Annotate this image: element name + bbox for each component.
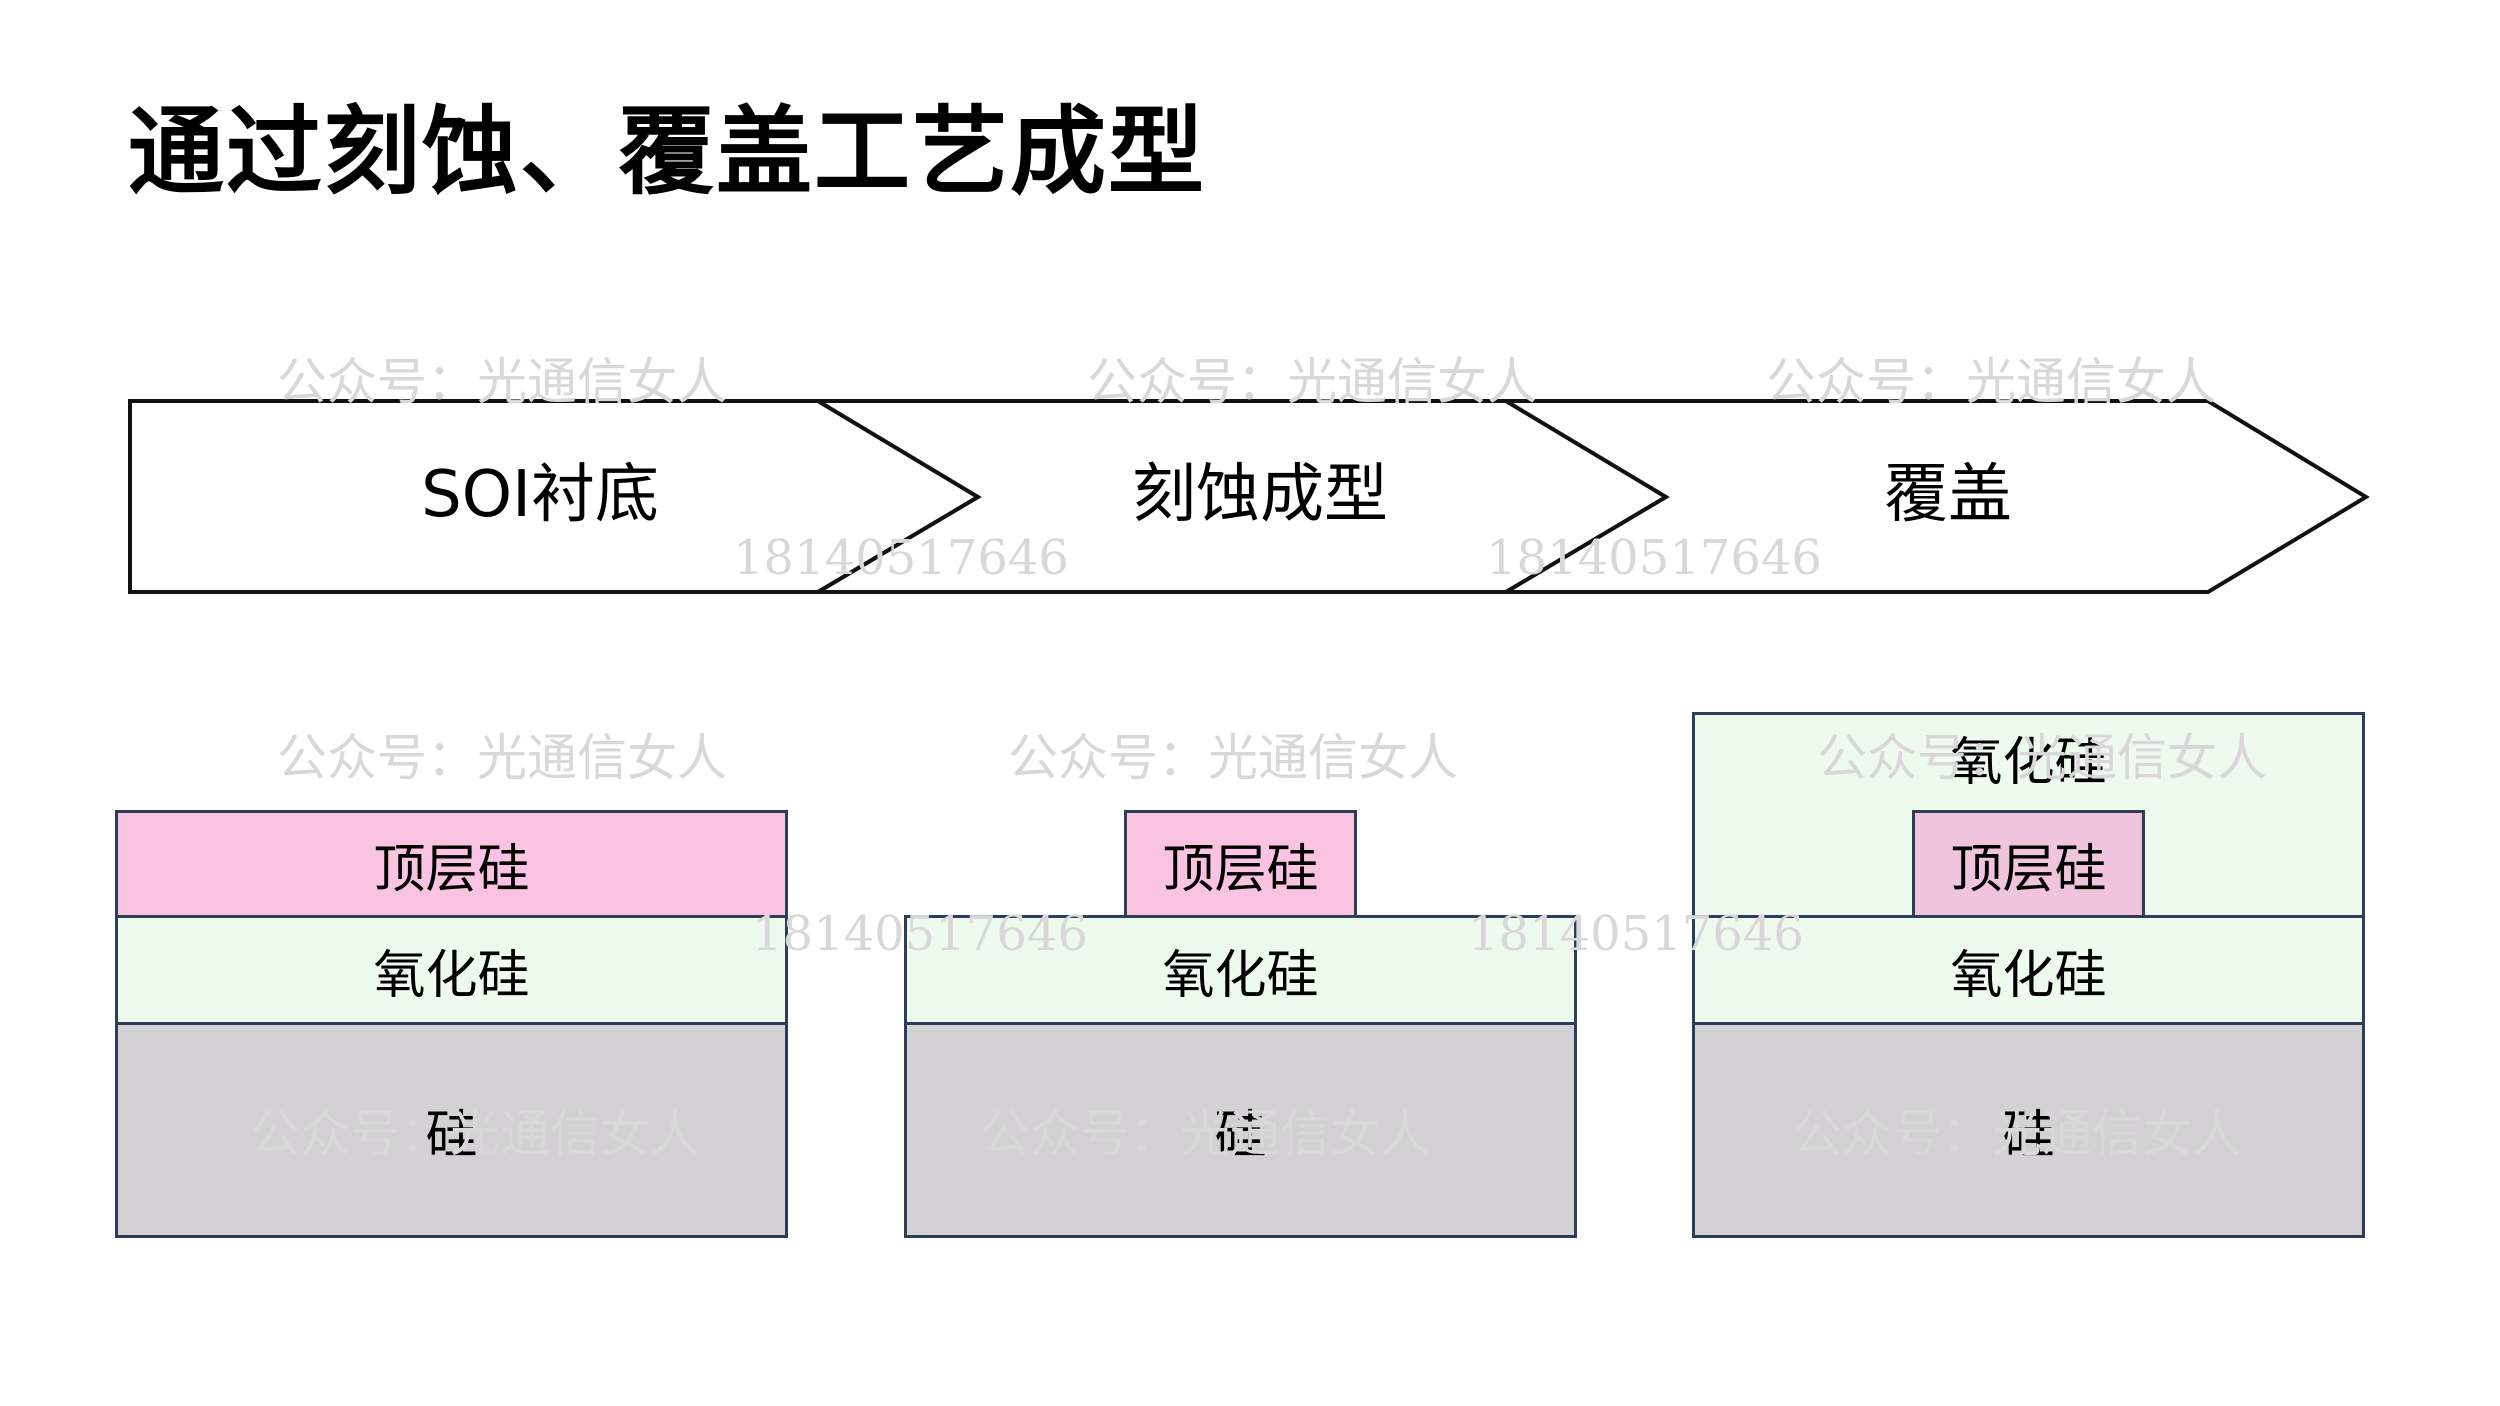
step-label-cover: 覆盖 [1884,458,2012,532]
step-arrow-cover [1498,399,2370,594]
layer-top-silicon: 顶层硅 [115,810,788,918]
layer-label: 顶层硅 [1162,839,1319,900]
layer-silicon: 硅 [1692,1022,2365,1238]
layer-label: 顶层硅 [373,839,530,900]
step-label-soi: SOI衬底 [421,458,659,532]
layer-label: 硅 [425,1105,478,1166]
layer-silicon: 硅 [115,1022,788,1238]
layer-silicon: 硅 [904,1022,1577,1238]
page-title: 通过刻蚀、覆盖工艺成型 [128,96,1206,208]
layer-label: 硅 [2002,1105,2055,1166]
layer-label: 顶层硅 [1950,839,2107,900]
layer-oxide: 氧化硅 [115,915,788,1025]
layer-label: 氧化硅 [1950,945,2107,1006]
layer-label: 氧化硅 [373,945,530,1006]
layer-label: 硅 [1214,1105,1267,1166]
layer-top-silicon: 顶层硅 [1124,810,1357,918]
layer-label: 氧化硅 [1162,945,1319,1006]
layer-cover-oxide-label: 氧化硅 [1950,733,2107,793]
step-label-etch: 刻蚀成型 [1132,458,1388,532]
layer-top-silicon: 顶层硅 [1912,810,2145,918]
layer-oxide: 氧化硅 [904,915,1577,1025]
layer-oxide: 氧化硅 [1692,915,2365,1025]
